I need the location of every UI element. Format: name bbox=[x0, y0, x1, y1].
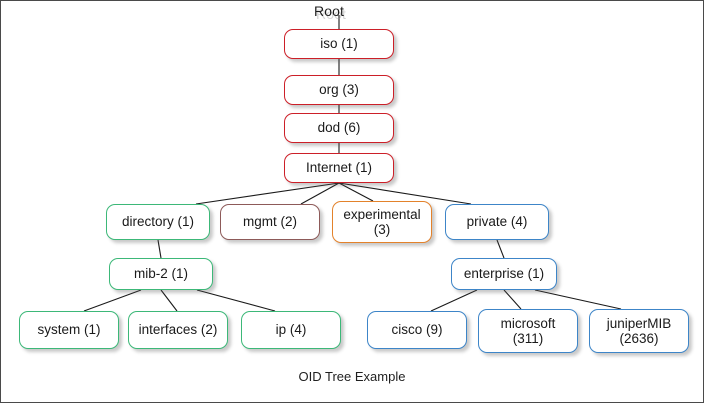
node-ip[interactable]: ip (4) bbox=[241, 311, 341, 349]
node-experimental[interactable]: experimental (3) bbox=[332, 201, 432, 243]
edge-directory-mib2 bbox=[157, 239, 162, 259]
node-directory[interactable]: directory (1) bbox=[106, 204, 210, 240]
node-enterprise[interactable]: enterprise (1) bbox=[451, 258, 557, 290]
node-microsoft[interactable]: microsoft (311) bbox=[478, 309, 578, 353]
edge-private-enterprise bbox=[496, 239, 505, 259]
node-system[interactable]: system (1) bbox=[19, 311, 119, 349]
edge-mib2-system bbox=[83, 289, 142, 312]
node-mib2[interactable]: mib-2 (1) bbox=[109, 258, 213, 290]
node-interfaces[interactable]: interfaces (2) bbox=[128, 311, 228, 349]
edge-internet-directory bbox=[195, 182, 340, 205]
node-cisco[interactable]: cisco (9) bbox=[367, 311, 467, 349]
edge-mib2-ip bbox=[196, 289, 276, 312]
root-label: Root bbox=[314, 3, 344, 19]
node-iso[interactable]: iso (1) bbox=[284, 29, 394, 59]
edge-mib2-interfaces bbox=[160, 289, 178, 312]
diagram-caption: OID Tree Example bbox=[298, 369, 406, 384]
node-juniper[interactable]: juniperMIB (2636) bbox=[589, 309, 689, 353]
edge-enterprise-juniper bbox=[534, 289, 622, 310]
node-org[interactable]: org (3) bbox=[284, 75, 394, 105]
edge-enterprise-cisco bbox=[430, 289, 478, 312]
edge-internet-experimental bbox=[338, 182, 374, 202]
node-internet[interactable]: Internet (1) bbox=[284, 153, 394, 183]
node-mgmt[interactable]: mgmt (2) bbox=[220, 204, 320, 240]
edge-enterprise-microsoft bbox=[503, 289, 522, 310]
node-private[interactable]: private (4) bbox=[445, 204, 549, 240]
edge-internet-mgmt bbox=[300, 182, 340, 205]
node-dod[interactable]: dod (6) bbox=[284, 113, 394, 143]
